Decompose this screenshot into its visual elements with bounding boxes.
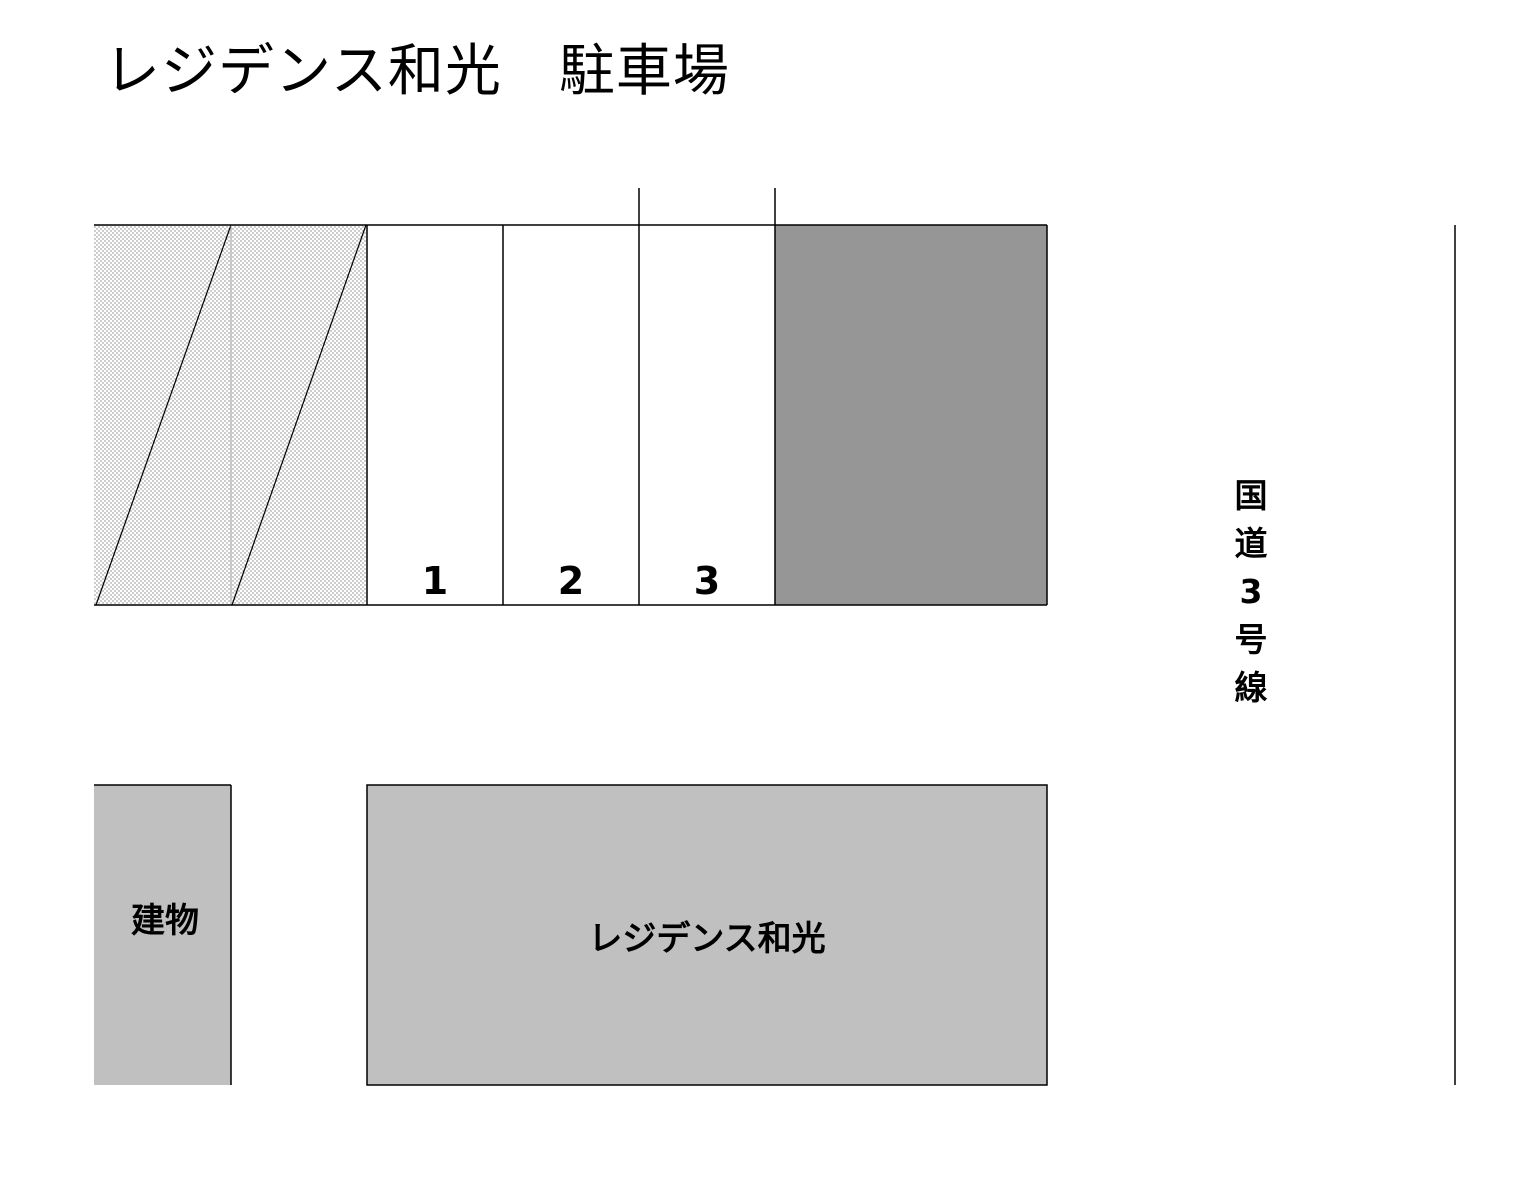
building-main-label: レジデンス和光	[588, 919, 825, 959]
parking-outline	[94, 188, 1048, 606]
parking-space-occupied-b	[230, 224, 367, 606]
space-number-1: 1	[422, 559, 448, 603]
parking-space-3: 3	[639, 225, 775, 605]
parking-space-1: 1	[367, 225, 503, 605]
diagonal-mark	[231, 224, 367, 606]
building-small: 建物	[94, 784, 232, 1085]
road-label-char: 3	[1239, 572, 1263, 611]
diagonal-mark	[95, 224, 232, 606]
road-label-char: 道	[1234, 524, 1268, 563]
road-label-char: 線	[1234, 668, 1268, 707]
building-small-label: 建物	[131, 901, 199, 941]
parking-space-occupied-a	[94, 224, 232, 606]
road-label-char: 号	[1234, 620, 1268, 659]
road-label-char: 国	[1234, 476, 1268, 515]
building-main: レジデンス和光	[366, 784, 1048, 1086]
space-number-2: 2	[558, 559, 584, 603]
road-label: 国 道 3 号 線	[1225, 472, 1277, 712]
dark-block	[775, 225, 1047, 605]
parking-space-2: 2	[503, 225, 639, 605]
page-title: レジデンス和光 駐車場	[104, 39, 730, 104]
space-number-3: 3	[694, 559, 720, 603]
